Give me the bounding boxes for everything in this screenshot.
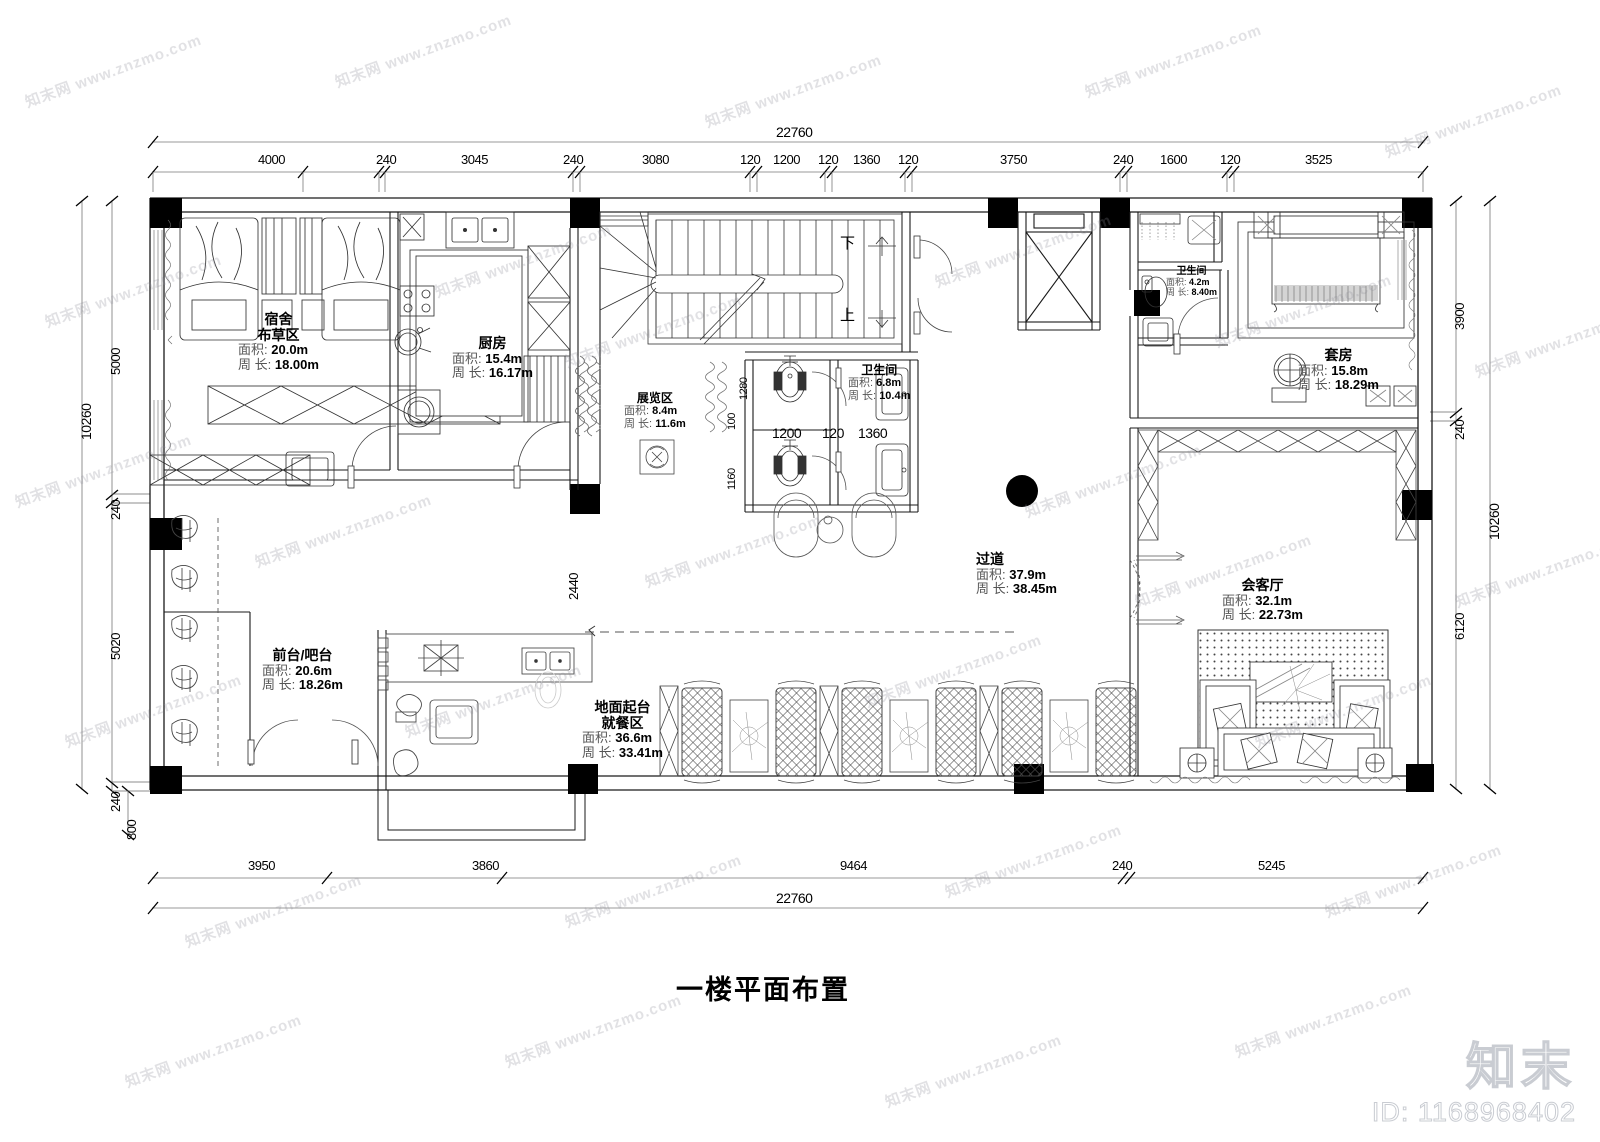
room-name-dormitory: 宿舍 [264, 311, 293, 327]
dim-right-total: 10260 [1486, 503, 1502, 540]
stair-down-label: 下 [840, 235, 856, 252]
room-label-wc-suite: 卫生间 面积: 4.2m 周 长: 8.40m [1166, 266, 1217, 297]
room-name-dining: 地面起台 [594, 699, 651, 715]
room-label-lounge: 会客厅 面积: 32.1m 周 长: 22.73m [1222, 577, 1303, 623]
dim-interior-2440: 2440 [566, 573, 581, 600]
room-area-kitchen: 面积: 15.4m [452, 350, 523, 366]
room-name-wc-public: 卫生间 [861, 363, 898, 377]
room-name-exhibition: 展览区 [636, 391, 673, 405]
room-label-exhibition: 展览区 面积: 8.4m 周 长: 11.6m [624, 391, 686, 430]
dim-bottom-2: 9464 [840, 858, 867, 873]
dim-left-1: 240 [108, 499, 123, 520]
dim-top-11: 240 [1113, 152, 1134, 167]
room-area-suite: 面积: 15.8m [1298, 362, 1369, 378]
dim-top-14: 3525 [1305, 152, 1332, 167]
room-label-wc-public: 卫生间 面积: 6.8m 周 长: 10.4m [848, 363, 911, 402]
room-area-dormitory: 面积: 20.0m [238, 342, 309, 358]
room-area-reception: 面积: 20.6m [262, 662, 333, 678]
dim-top-4: 3080 [642, 152, 669, 167]
dim-top-10: 3750 [1000, 152, 1027, 167]
room-label-dining: 地面起台 就餐区 面积: 36.6m 周 长: 33.41m [582, 699, 663, 760]
dim-bottom-4: 5245 [1258, 858, 1285, 873]
room-label-reception: 前台/吧台 面积: 20.6m 周 长: 18.26m [262, 647, 343, 693]
room-name-suite: 套房 [1324, 347, 1353, 363]
room-perimeter-kitchen: 周 长: 16.17m [452, 365, 533, 381]
room-area-lounge: 面积: 32.1m [1222, 592, 1293, 608]
room-perimeter-wc-suite: 周 长: 8.40m [1166, 287, 1218, 298]
room-perimeter-reception: 周 长: 18.26m [262, 677, 343, 693]
room-name2-dormitory: 布草区 [257, 326, 300, 343]
room-perimeter-exhibition: 周 长: 11.6m [624, 417, 686, 430]
room-name-lounge: 会客厅 [1241, 577, 1284, 593]
dim-left-total: 10260 [78, 403, 94, 440]
room-label-dormitory: 宿舍 布草区 面积: 20.0m 周 长: 18.00m [238, 311, 319, 372]
room-perimeter-lounge: 周 长: 22.73m [1222, 607, 1303, 623]
drawing-title: 一楼平面布置 [676, 975, 850, 1005]
room-name-corridor: 过道 [976, 551, 1004, 567]
dim-interior-1200: 1200 [772, 425, 802, 441]
room-perimeter-dining: 周 长: 33.41m [582, 744, 663, 760]
dim-bottom-0: 3950 [248, 858, 275, 873]
dim-top-12: 1600 [1160, 152, 1187, 167]
dim-top-total: 22760 [776, 124, 813, 140]
dim-bottom-total: 22760 [776, 890, 813, 906]
room-area-wc-suite: 面积: 4.2m [1166, 277, 1210, 288]
room-name-wc-suite: 卫生间 [1176, 266, 1207, 277]
room-label-corridor: 过道 面积: 37.9m 周 长: 38.45m [976, 551, 1057, 597]
dim-right-0: 3900 [1452, 303, 1467, 330]
room-perimeter-wc-public: 周 长: 10.4m [848, 389, 911, 402]
room-perimeter-suite: 周 长: 18.29m [1298, 377, 1379, 393]
dim-left-3: 240 [108, 791, 123, 812]
dim-left-0: 5000 [108, 348, 123, 375]
room-name-kitchen: 厨房 [478, 335, 507, 351]
room-perimeter-dormitory: 周 长: 18.00m [238, 356, 319, 372]
dim-bottom-1: 3860 [472, 858, 499, 873]
room-name-reception: 前台/吧台 [272, 647, 333, 663]
dim-top-13: 120 [1220, 152, 1241, 167]
room-label-suite: 套房 面积: 15.8m 周 长: 18.29m [1298, 347, 1379, 393]
dim-top-9: 120 [898, 152, 919, 167]
room-area-dining: 面积: 36.6m [582, 730, 653, 746]
room-area-exhibition: 面积: 8.4m [624, 405, 678, 418]
dim-top-1: 240 [376, 152, 397, 167]
room-area-wc-public: 面积: 6.8m [848, 377, 902, 390]
dim-bottom-3: 240 [1112, 858, 1133, 873]
dim-right-1: 240 [1452, 419, 1467, 440]
dim-interior-120: 120 [822, 425, 844, 441]
dim-interior-1280: 1280 [738, 377, 750, 400]
dim-right-2: 6120 [1452, 613, 1467, 640]
room-label-kitchen: 厨房 面积: 15.4m 周 长: 16.17m [452, 335, 533, 381]
dim-top-6: 1200 [773, 152, 800, 167]
room-name2-dining: 就餐区 [601, 714, 644, 731]
dim-top-2: 3045 [461, 152, 488, 167]
dim-top-8: 1360 [853, 152, 880, 167]
dim-top-7: 120 [818, 152, 839, 167]
dim-interior-1360: 1360 [858, 425, 888, 441]
dim-interior-1160: 1160 [726, 468, 738, 490]
dim-top-5: 120 [740, 152, 761, 167]
dim-left-2: 5020 [108, 633, 123, 660]
dim-top-0: 4000 [258, 152, 285, 167]
room-perimeter-corridor: 周 长: 38.45m [976, 581, 1057, 597]
stair-up-label: 上 [840, 307, 856, 324]
dim-left-extra: 800 [124, 819, 139, 840]
room-area-corridor: 面积: 37.9m [976, 566, 1047, 582]
dim-top-3: 240 [563, 152, 584, 167]
dim-interior-100: 100 [726, 413, 738, 430]
